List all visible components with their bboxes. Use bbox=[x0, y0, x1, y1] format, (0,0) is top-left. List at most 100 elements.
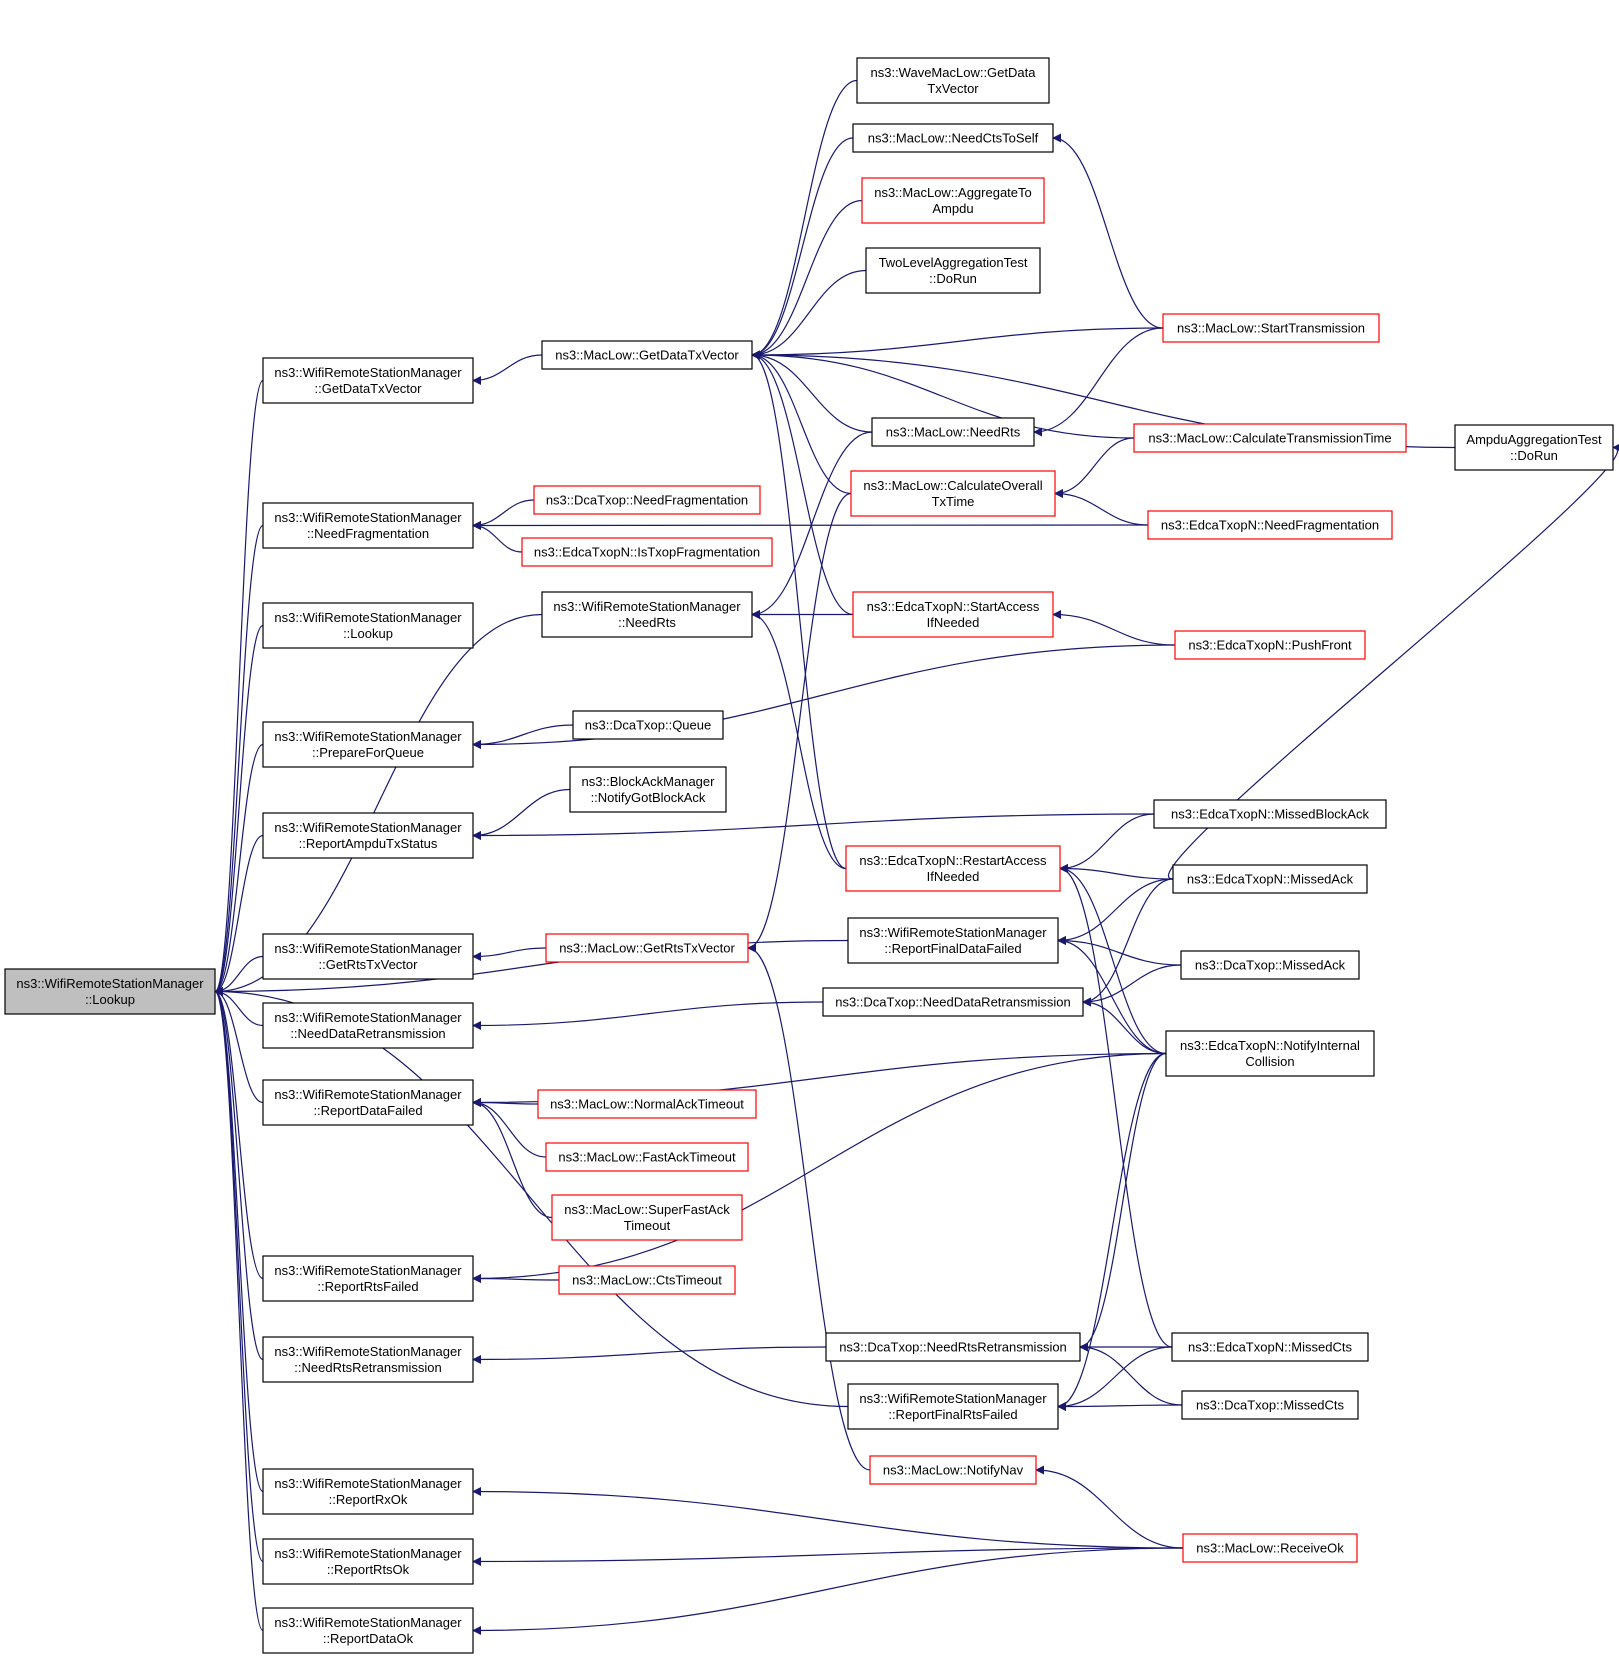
call-edge-path bbox=[472, 499, 535, 530]
graph-node[interactable]: ns3::DcaTxop::NeedDataRetransmission bbox=[822, 987, 1084, 1017]
call-edge-path bbox=[1059, 864, 1173, 1348]
graph-node[interactable]: ns3::DcaTxop::Queue bbox=[572, 710, 724, 740]
call-edge-path bbox=[1059, 864, 1174, 880]
call-edge-path bbox=[751, 350, 847, 870]
node-label: ::NeedRts bbox=[618, 615, 676, 630]
graph-node[interactable]: ns3::MacLow::GetRtsTxVector bbox=[545, 933, 749, 963]
call-edge bbox=[1082, 878, 1174, 1007]
node-box bbox=[262, 812, 474, 859]
graph-node[interactable]: ns3::WifiRemoteStationManager::ReportRts… bbox=[262, 1538, 474, 1585]
call-edge-path bbox=[214, 379, 264, 996]
graph-node[interactable]: ns3::WifiRemoteStationManager::ReportDat… bbox=[262, 1607, 474, 1654]
call-edge bbox=[472, 1098, 547, 1158]
node-box bbox=[1153, 799, 1387, 829]
graph-node[interactable]: ns3::MacLow::CalculateTransmissionTime bbox=[1133, 423, 1407, 453]
node-label: ns3::MacLow::GetDataTxVector bbox=[555, 348, 739, 363]
graph-node[interactable]: ns3::DcaTxop::MissedAck bbox=[1180, 950, 1360, 980]
call-edge-path bbox=[751, 327, 1164, 360]
graph-node[interactable]: ns3::WifiRemoteStationManager::ReportRxO… bbox=[262, 1468, 474, 1515]
node-box bbox=[852, 591, 1054, 638]
graph-node[interactable]: ns3::MacLow::NeedCtsToSelf bbox=[852, 123, 1054, 153]
graph-node[interactable]: ns3::WifiRemoteStationManager::ReportRts… bbox=[262, 1255, 474, 1302]
graph-node[interactable]: ns3::WaveMacLow::GetDataTxVector bbox=[856, 57, 1050, 104]
call-edge bbox=[472, 1487, 1184, 1549]
graph-node[interactable]: ns3::DcaTxop::MissedCts bbox=[1181, 1390, 1359, 1420]
call-edge bbox=[751, 199, 863, 360]
graph-node[interactable]: ns3::WifiRemoteStationManager::NeedFragm… bbox=[262, 502, 474, 549]
graph-node[interactable]: ns3::WifiRemoteStationManager::ReportAmp… bbox=[262, 812, 474, 859]
graph-node[interactable]: ns3::MacLow::FastAckTimeout bbox=[545, 1142, 749, 1172]
call-edge bbox=[751, 79, 858, 360]
graph-node[interactable]: ns3::MacLow::ReceiveOk bbox=[1182, 1533, 1358, 1563]
call-edge bbox=[751, 269, 867, 360]
node-label: IfNeeded bbox=[927, 615, 980, 630]
call-edge-path bbox=[1054, 437, 1135, 498]
graph-node[interactable]: ns3::EdcaTxopN::MissedCts bbox=[1171, 1332, 1369, 1362]
call-edge bbox=[1082, 964, 1182, 1007]
node-box bbox=[856, 57, 1050, 104]
node-label: ns3::MacLow::FastAckTimeout bbox=[558, 1150, 736, 1165]
graph-node[interactable]: ns3::WifiRemoteStationManager::PrepareFo… bbox=[262, 721, 474, 768]
graph-node[interactable]: ns3::WifiRemoteStationManager::NeedRts bbox=[541, 591, 753, 638]
call-edge-path bbox=[1082, 964, 1182, 1007]
graph-node[interactable]: ns3::DcaTxop::NeedFragmentation bbox=[533, 485, 761, 515]
graph-node[interactable]: ns3::WifiRemoteStationManager::Lookup bbox=[262, 602, 474, 649]
node-label: ns3::MacLow::CalculateTransmissionTime bbox=[1148, 431, 1391, 446]
call-edge-path bbox=[1168, 443, 1619, 880]
graph-node[interactable]: ns3::EdcaTxopN::MissedBlockAck bbox=[1153, 799, 1387, 829]
root-node[interactable]: ns3::WifiRemoteStationManager::Lookup bbox=[4, 968, 216, 1015]
graph-node[interactable]: ns3::BlockAckManager::NotifyGotBlockAck bbox=[569, 766, 727, 813]
graph-node[interactable]: ns3::MacLow::CtsTimeout bbox=[558, 1265, 736, 1295]
graph-node[interactable]: ns3::MacLow::NeedRts bbox=[871, 417, 1035, 447]
graph-node[interactable]: ns3::WifiRemoteStationManager::GetDataTx… bbox=[262, 357, 474, 404]
node-label: ::ReportRxOk bbox=[329, 1492, 408, 1507]
graph-node[interactable]: ns3::MacLow::NotifyNav bbox=[869, 1455, 1037, 1485]
graph-node[interactable]: TwoLevelAggregationTest::DoRun bbox=[865, 247, 1041, 294]
call-edge bbox=[472, 1001, 824, 1030]
graph-node[interactable]: ns3::WifiRemoteStationManager::ReportFin… bbox=[847, 917, 1059, 964]
graph-node[interactable]: ns3::EdcaTxopN::PushFront bbox=[1174, 630, 1366, 660]
node-label: ::NeedDataRetransmission bbox=[290, 1026, 445, 1041]
node-label: ns3::WifiRemoteStationManager bbox=[859, 925, 1047, 940]
call-edge bbox=[472, 788, 571, 840]
node-box bbox=[262, 1468, 474, 1515]
node-label: TwoLevelAggregationTest bbox=[879, 255, 1028, 270]
graph-node[interactable]: ns3::WifiRemoteStationManager::GetRtsTxV… bbox=[262, 933, 474, 980]
graph-node[interactable]: ns3::WifiRemoteStationManager::ReportFin… bbox=[847, 1383, 1059, 1430]
node-label: ns3::EdcaTxopN::MissedCts bbox=[1188, 1340, 1353, 1355]
graph-node[interactable]: ns3::MacLow::StartTransmission bbox=[1162, 313, 1380, 343]
graph-node[interactable]: ns3::EdcaTxopN::NeedFragmentation bbox=[1147, 510, 1393, 540]
node-label: ns3::WifiRemoteStationManager bbox=[274, 365, 462, 380]
graph-node[interactable]: ns3::MacLow::NormalAckTimeout bbox=[537, 1089, 757, 1119]
node-label: ns3::EdcaTxopN::StartAccess bbox=[867, 599, 1040, 614]
node-label: ns3::DcaTxop::NeedFragmentation bbox=[546, 493, 748, 508]
graph-node[interactable]: ns3::EdcaTxopN::MissedAck bbox=[1172, 864, 1368, 894]
call-edge-path bbox=[214, 834, 264, 996]
node-label: ns3::WifiRemoteStationManager bbox=[16, 976, 204, 991]
node-label: ::ReportRtsFailed bbox=[317, 1279, 418, 1294]
node-label: ns3::WaveMacLow::GetData bbox=[871, 65, 1037, 80]
node-box bbox=[262, 1336, 474, 1383]
call-edge bbox=[1057, 936, 1167, 1055]
call-edge-path bbox=[472, 354, 543, 385]
graph-node[interactable]: ns3::WifiRemoteStationManager::NeedDataR… bbox=[262, 1002, 474, 1049]
node-box bbox=[545, 1142, 749, 1172]
call-edge-path bbox=[1057, 936, 1167, 1055]
graph-node[interactable]: ns3::MacLow::GetDataTxVector bbox=[541, 340, 753, 370]
graph-node[interactable]: ns3::DcaTxop::NeedRtsRetransmission bbox=[825, 1332, 1081, 1362]
call-edge-path bbox=[1059, 864, 1167, 1055]
graph-node[interactable]: AmpduAggregationTest::DoRun bbox=[1454, 424, 1614, 471]
call-edge-path bbox=[747, 943, 871, 1471]
graph-node[interactable]: ns3::EdcaTxopN::IsTxopFragmentation bbox=[521, 537, 773, 567]
node-label: ns3::EdcaTxopN::NeedFragmentation bbox=[1161, 518, 1379, 533]
graph-node[interactable]: ns3::WifiRemoteStationManager::ReportDat… bbox=[262, 1079, 474, 1126]
graph-node[interactable]: ns3::WifiRemoteStationManager::NeedRtsRe… bbox=[262, 1336, 474, 1383]
call-edge bbox=[1052, 610, 1176, 646]
call-edge bbox=[1057, 878, 1174, 945]
